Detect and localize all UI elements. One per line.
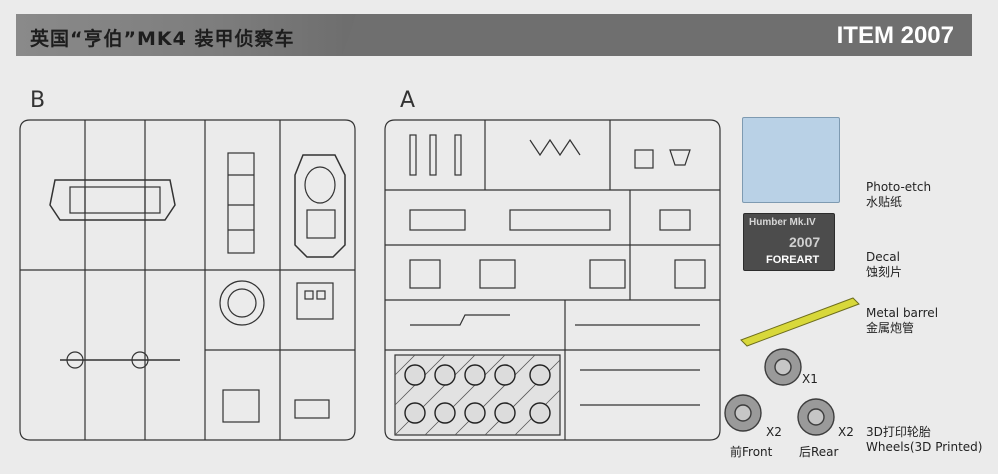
decal-plate-number: 2007 xyxy=(789,234,821,250)
photo-etch-en: Photo-etch xyxy=(866,180,932,194)
sprue-b-diagram xyxy=(19,119,356,441)
printed-wheels xyxy=(724,348,802,432)
metal-barrel-en: Metal barrel xyxy=(866,306,939,320)
sprue-a-diagram xyxy=(384,119,721,441)
page-title: 英国“亨伯”MK4 装甲侦察车 xyxy=(30,28,295,50)
wheels-en: Wheels(3D Printed) xyxy=(866,440,983,454)
decal-plate-brand: FOREART xyxy=(766,254,820,266)
wheels-cn: 3D打印轮胎 xyxy=(866,425,931,439)
metal-barrel-label: Metal barrel 金属炮管 xyxy=(866,306,938,336)
wheel-rear-label: 后Rear xyxy=(799,445,839,459)
wheels-label: 3D打印轮胎 Wheels(3D Printed) xyxy=(866,425,982,455)
header-title-panel xyxy=(16,14,356,56)
metal-barrel xyxy=(740,297,860,347)
frame-b-label: B xyxy=(30,88,46,113)
photo-etch-label: Photo-etch 水贴纸 xyxy=(866,180,931,210)
wheel-x1: X1 xyxy=(802,372,818,386)
photo-etch-sheet xyxy=(742,117,840,203)
printed-wheels-rear xyxy=(797,398,835,436)
wheel-x2-rear: X2 xyxy=(838,425,854,439)
decal-en: Decal xyxy=(866,250,900,264)
decal-label: Decal 蚀刻片 xyxy=(866,250,902,280)
decal-plate: Humber Mk.IV 2007 FOREART xyxy=(743,213,835,271)
metal-barrel-cn: 金属炮管 xyxy=(866,321,915,335)
decal-cn: 蚀刻片 xyxy=(866,265,903,279)
wheel-front-label: 前Front xyxy=(730,445,773,459)
decal-plate-title: Humber Mk.IV xyxy=(749,217,816,228)
header-banner: 英国“亨伯”MK4 装甲侦察车 ITEM 2007 xyxy=(16,14,972,56)
frame-a-label: A xyxy=(400,88,416,113)
wheel-x2-front: X2 xyxy=(766,425,782,439)
photo-etch-cn: 水贴纸 xyxy=(866,195,903,209)
item-code: ITEM 2007 xyxy=(836,22,954,49)
